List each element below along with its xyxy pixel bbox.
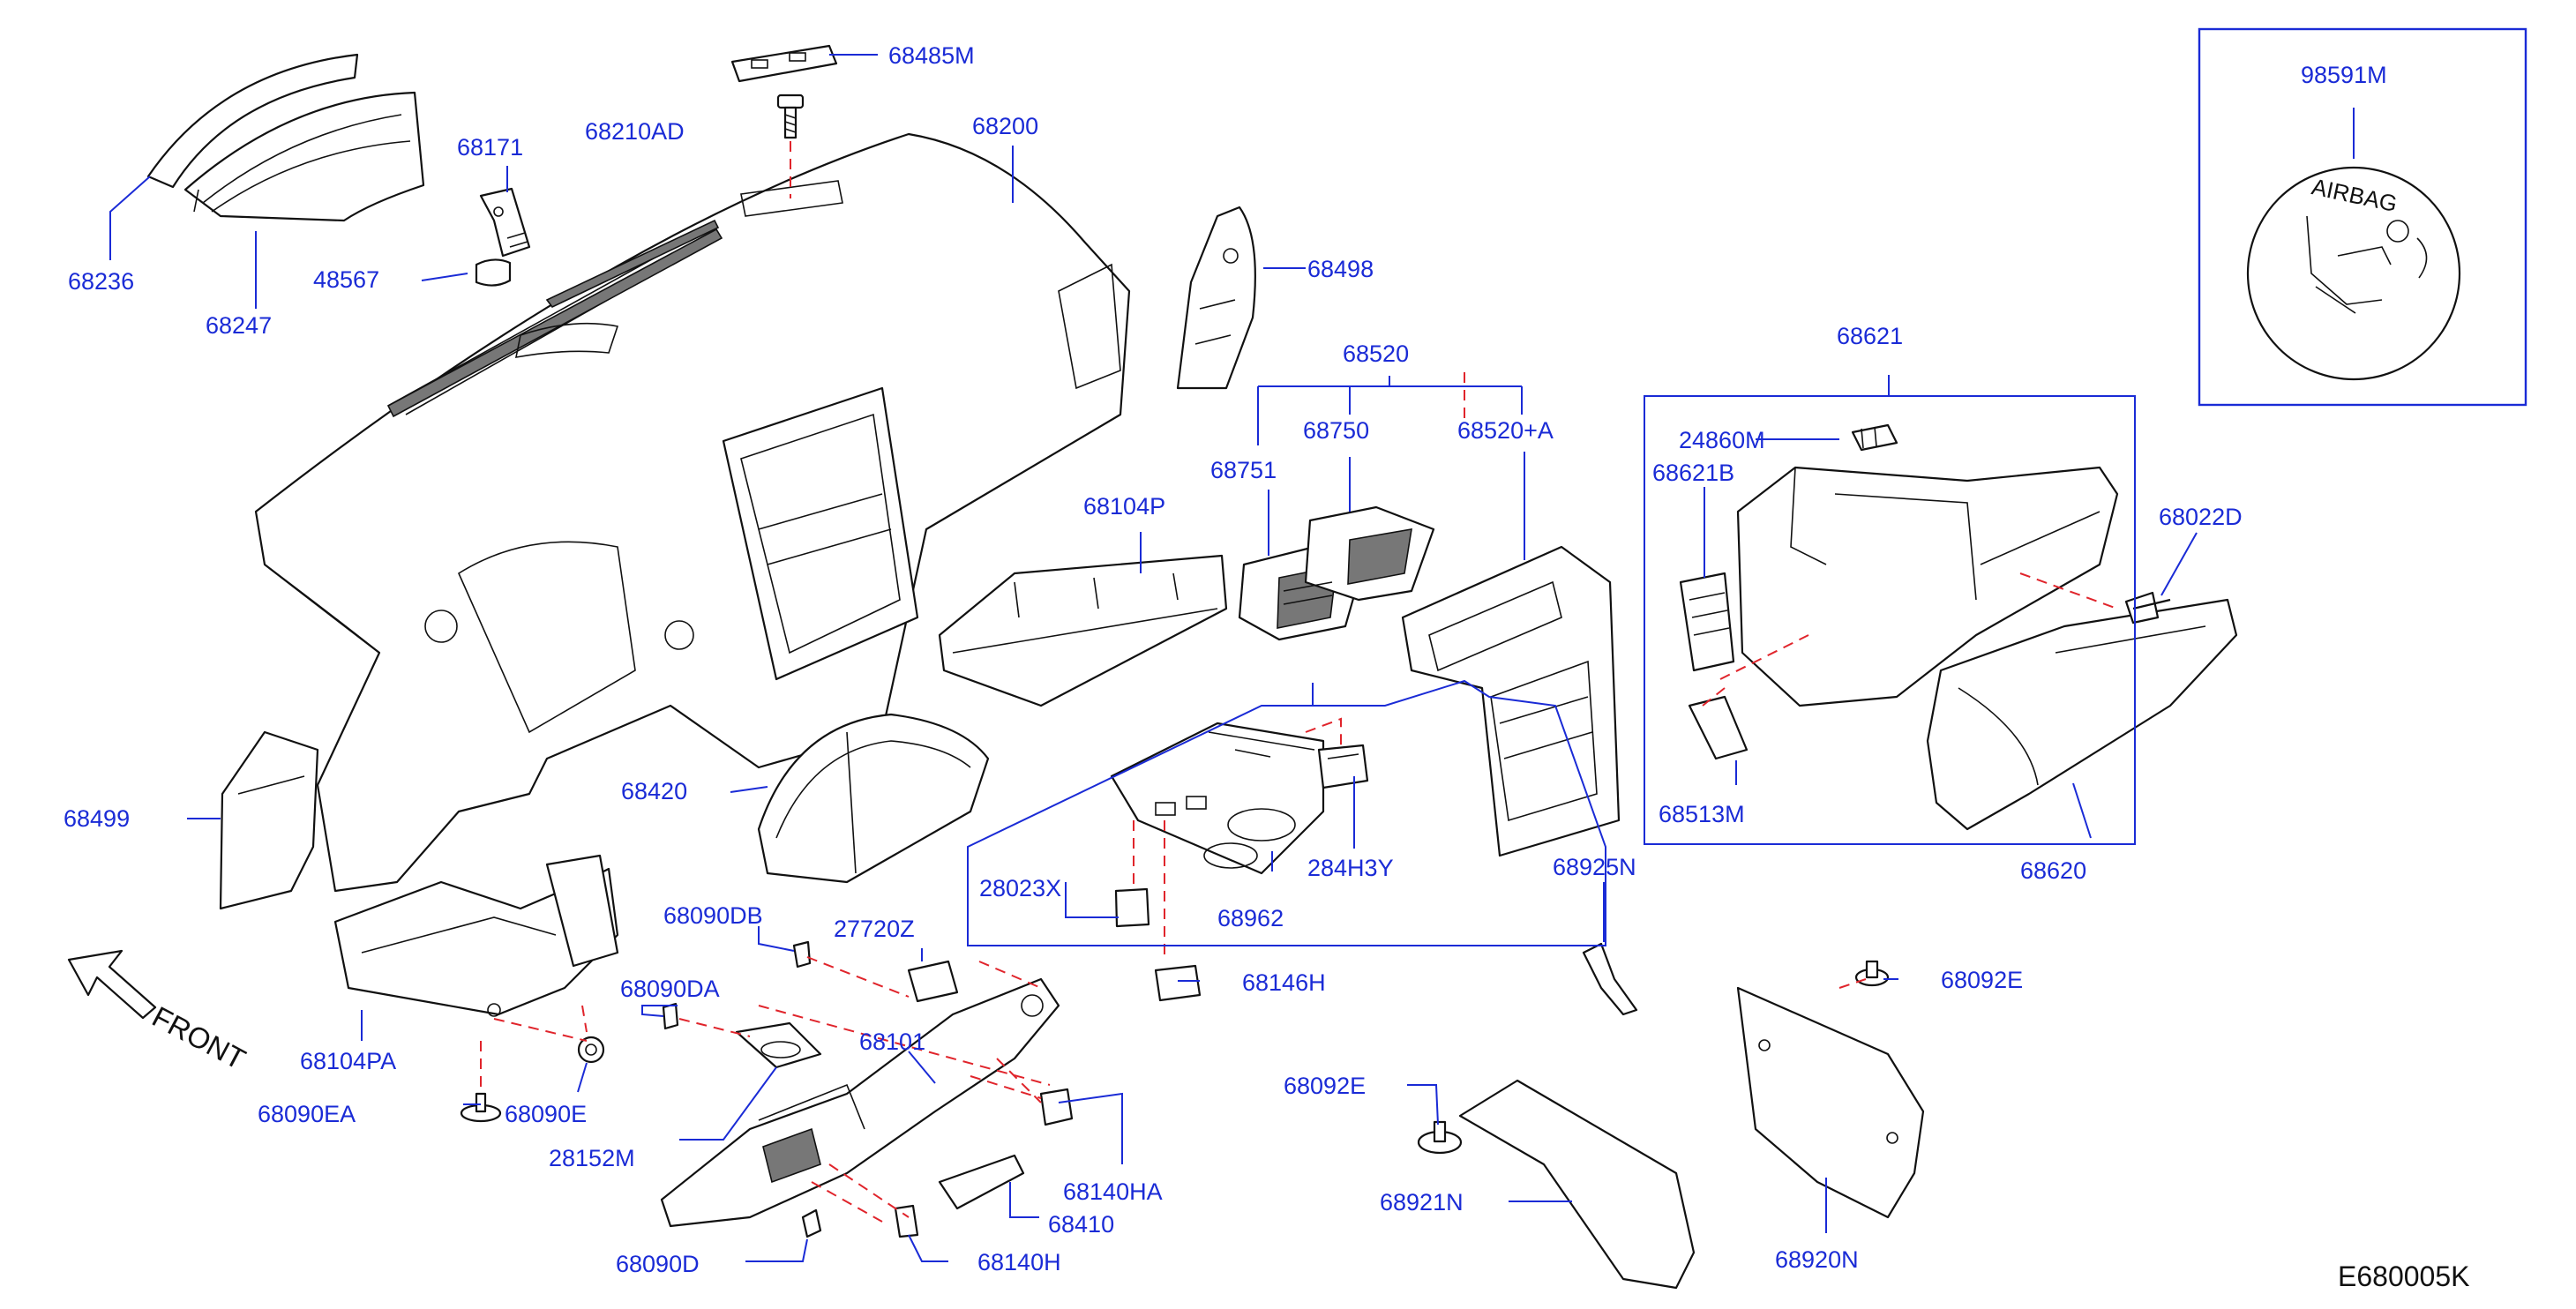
label-24860M: 24860M bbox=[1679, 427, 1765, 453]
label-68499: 68499 bbox=[64, 805, 130, 832]
label-68247: 68247 bbox=[206, 312, 272, 339]
label-68236: 68236 bbox=[68, 268, 134, 295]
label-68101: 68101 bbox=[859, 1028, 925, 1055]
label-68921N: 68921N bbox=[1380, 1189, 1464, 1216]
label-68140H: 68140H bbox=[977, 1249, 1061, 1275]
label-68620: 68620 bbox=[2020, 857, 2086, 884]
label-68751: 68751 bbox=[1210, 457, 1277, 483]
label-68920N: 68920N bbox=[1775, 1246, 1859, 1273]
label-48567: 48567 bbox=[313, 266, 379, 293]
duct-68247-illustration bbox=[146, 53, 425, 222]
label-68092E-a: 68092E bbox=[1284, 1073, 1366, 1099]
screw-68210AD-illustration bbox=[776, 94, 805, 139]
label-68090E: 68090E bbox=[505, 1101, 587, 1127]
cap-48567-illustration bbox=[475, 258, 512, 287]
label-68498: 68498 bbox=[1307, 256, 1374, 282]
console-group-box bbox=[967, 679, 1606, 946]
cover-68920N-illustration bbox=[1736, 960, 1925, 1219]
label-68146H: 68146H bbox=[1242, 969, 1326, 996]
label-68485M: 68485M bbox=[888, 42, 975, 69]
label-68140HA: 68140HA bbox=[1063, 1178, 1163, 1205]
vents-68750-68751-illustration bbox=[1238, 505, 1435, 641]
bracket-68925N-illustration bbox=[1582, 942, 1638, 1016]
label-28023X: 28023X bbox=[979, 875, 1061, 901]
lower-panel-68104PA-illustration bbox=[333, 854, 619, 1017]
side-trim-68498-illustration bbox=[1176, 206, 1256, 390]
label-68090DB: 68090DB bbox=[663, 902, 763, 929]
label-68410: 68410 bbox=[1048, 1211, 1114, 1238]
bracket-68171-illustration bbox=[479, 187, 531, 258]
glove-box-68621-illustration bbox=[1679, 423, 2119, 760]
assembly-dashed-lines bbox=[480, 141, 2118, 1223]
label-68210AD: 68210AD bbox=[585, 118, 685, 145]
label-68520: 68520 bbox=[1343, 340, 1409, 367]
label-68621B: 68621B bbox=[1652, 460, 1734, 486]
side-cover-68499-illustration bbox=[219, 730, 319, 910]
label-68104P: 68104P bbox=[1083, 493, 1165, 520]
front-label: FRONT bbox=[147, 1000, 251, 1076]
label-68092E-b: 68092E bbox=[1941, 967, 2023, 993]
trim-68921N-illustration bbox=[1417, 1079, 1696, 1290]
label-68750: 68750 bbox=[1303, 417, 1369, 444]
console-68962-illustration bbox=[1110, 722, 1369, 928]
label-98591M: 98591M bbox=[2301, 62, 2387, 88]
panel-68104P-illustration bbox=[938, 554, 1228, 707]
label-68621: 68621 bbox=[1837, 323, 1903, 349]
label-68104PA: 68104PA bbox=[300, 1048, 396, 1074]
fasteners-lower-illustration bbox=[460, 940, 1202, 1238]
clip-68485M-illustration bbox=[730, 44, 838, 83]
part-labels: 68485M 68210AD 68200 68171 48567 68236 6… bbox=[64, 42, 2387, 1277]
label-68200: 68200 bbox=[972, 113, 1038, 139]
airbag-label-illustration: AIRBAG bbox=[2246, 166, 2461, 381]
finisher-68520A-illustration bbox=[1401, 545, 1621, 857]
label-27720Z: 27720Z bbox=[834, 916, 915, 942]
front-arrow-icon bbox=[67, 949, 157, 1020]
label-68520A: 68520+A bbox=[1457, 417, 1554, 444]
label-68925N: 68925N bbox=[1553, 854, 1636, 880]
label-68090EA: 68090EA bbox=[258, 1101, 356, 1127]
diagram-code: E680005K bbox=[2338, 1260, 2469, 1292]
leader-lines bbox=[109, 54, 2355, 1262]
label-68420: 68420 bbox=[621, 778, 687, 804]
label-68171: 68171 bbox=[457, 134, 523, 161]
bracket-68101-illustration bbox=[660, 960, 1074, 1238]
label-28152M: 28152M bbox=[549, 1145, 635, 1171]
instrument-panel-68200-illustration bbox=[254, 132, 1131, 893]
label-284H3Y: 284H3Y bbox=[1307, 855, 1394, 881]
label-68513M: 68513M bbox=[1659, 801, 1745, 827]
bracket-lines-68520 bbox=[1257, 376, 1523, 445]
cluster-lid-68420-illustration bbox=[757, 713, 990, 884]
label-68962: 68962 bbox=[1217, 905, 1284, 931]
label-68090D: 68090D bbox=[616, 1251, 700, 1277]
label-68022D: 68022D bbox=[2159, 504, 2243, 530]
label-68090DA: 68090DA bbox=[620, 976, 720, 1002]
